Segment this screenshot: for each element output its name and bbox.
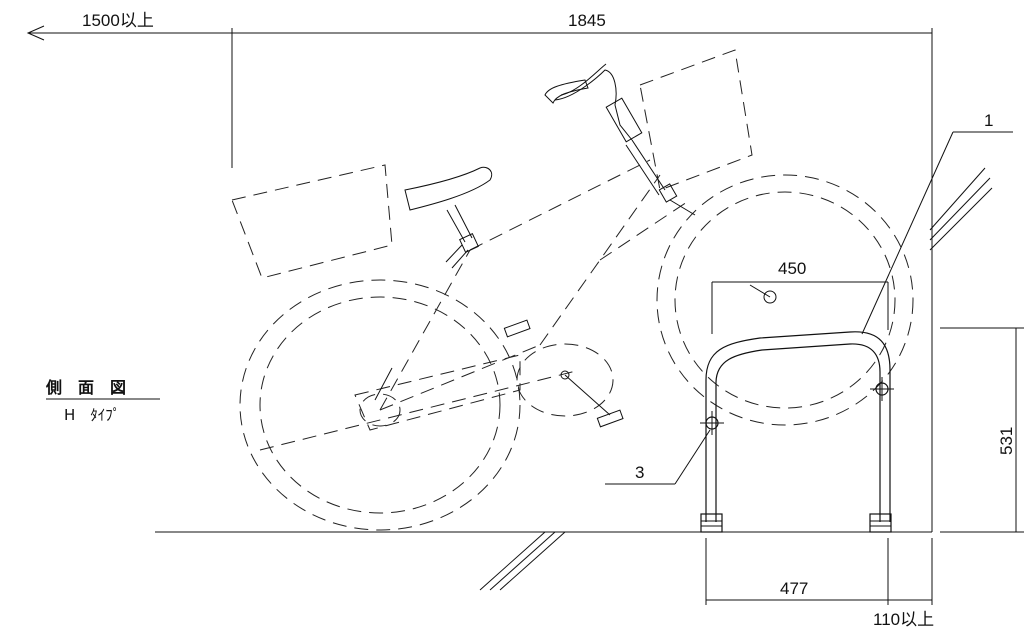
rear-tire-inner [259,296,501,514]
view-title: 側 面 図 [45,378,126,397]
total-length-label: 1845 [568,11,606,30]
inner-width-label: 450 [778,259,806,278]
type-label: H ﾀｲﾌﾟ [64,406,120,424]
callout-3-label: 3 [635,463,644,482]
top-dimension-line [26,25,933,532]
inner-width-dimension [711,281,889,334]
wall-hatching [929,167,993,251]
bicycle-outline [231,49,914,531]
base-width-label: 477 [780,579,808,598]
pedal [596,409,624,428]
callout-3-leader [605,429,711,485]
callout-1-leader [861,131,1013,335]
ground-line [155,531,932,591]
rear-basket [231,164,393,279]
callout-1-label: 1 [984,111,993,130]
front-basket [639,49,753,191]
height-label: 531 [997,427,1016,455]
left-clearance-label: 1500以上 [82,11,154,30]
side-clearance-label: 110以上 [873,610,934,629]
handlebar-grip [544,79,589,104]
base-width-dimension [705,538,933,605]
height-dimension [940,327,1024,533]
rear-wheel [239,279,521,531]
bicycle-rack [700,331,894,533]
saddle [404,166,493,211]
front-wheel [656,174,914,426]
